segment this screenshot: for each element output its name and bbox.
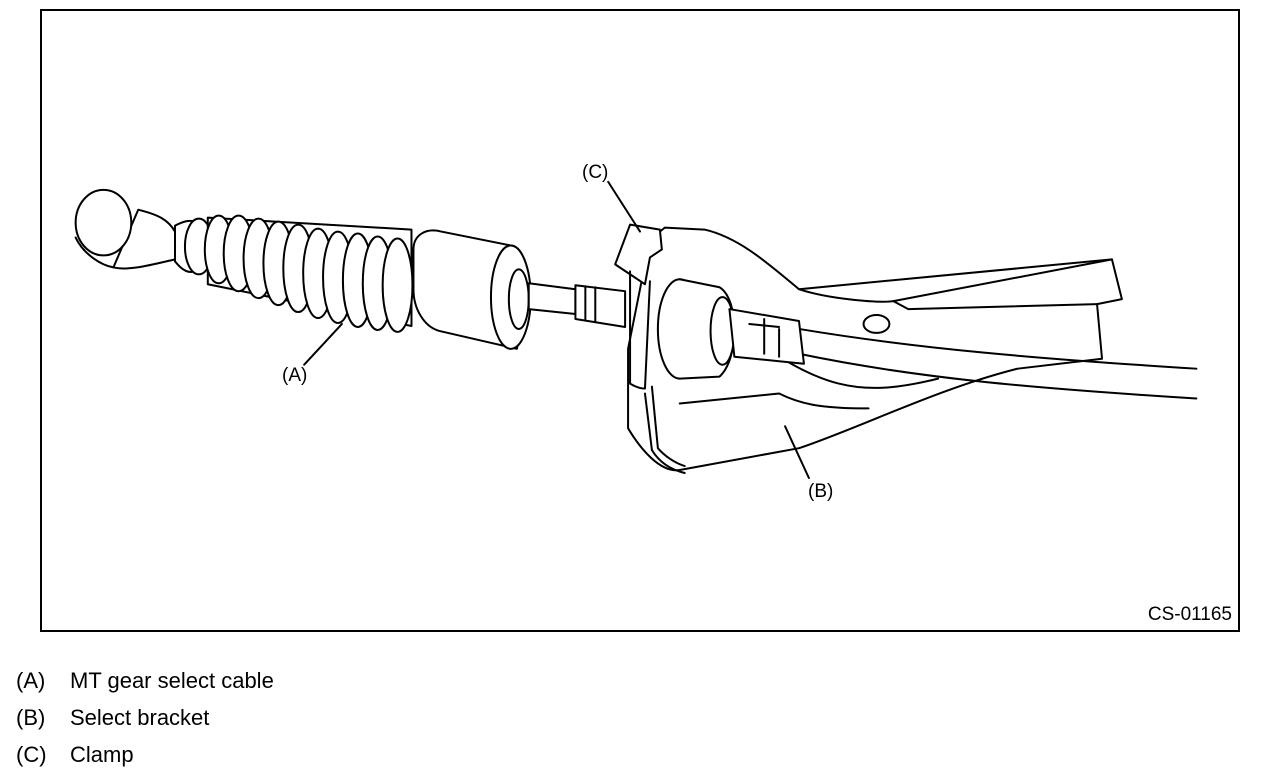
leader-line-c — [608, 182, 640, 232]
clamp — [615, 225, 734, 389]
legend-key: (A) — [16, 667, 46, 693]
callout-b: (B) — [808, 481, 834, 502]
leader-line-a — [304, 324, 342, 365]
legend-key: (C) — [16, 741, 47, 767]
legend-text: MT gear select cable — [70, 667, 274, 693]
legend-item: (B) Select bracket — [16, 699, 616, 736]
cable-rod — [529, 283, 625, 327]
cable-bracket-illustration — [42, 11, 1238, 630]
legend-text: Clamp — [70, 741, 134, 767]
legend-item: (C) Clamp — [16, 736, 616, 773]
figure-code: CS-01165 — [1147, 604, 1232, 625]
legend-item: (A) MT gear select cable — [16, 662, 616, 699]
cable-housing — [413, 230, 530, 348]
rod-end-fitting — [729, 309, 804, 364]
boot-bellows — [205, 216, 413, 332]
legend: (A) MT gear select cable (B) Select brac… — [16, 662, 616, 773]
callout-c: (C) — [582, 162, 609, 183]
leader-line-b — [785, 426, 809, 478]
cable-end-eye — [76, 190, 175, 269]
select-bracket — [628, 228, 1122, 473]
legend-text: Select bracket — [70, 704, 210, 730]
figure-frame: (A) (B) (C) CS-01165 — [40, 9, 1240, 632]
callout-a: (A) — [282, 365, 308, 386]
legend-key: (B) — [16, 704, 46, 730]
